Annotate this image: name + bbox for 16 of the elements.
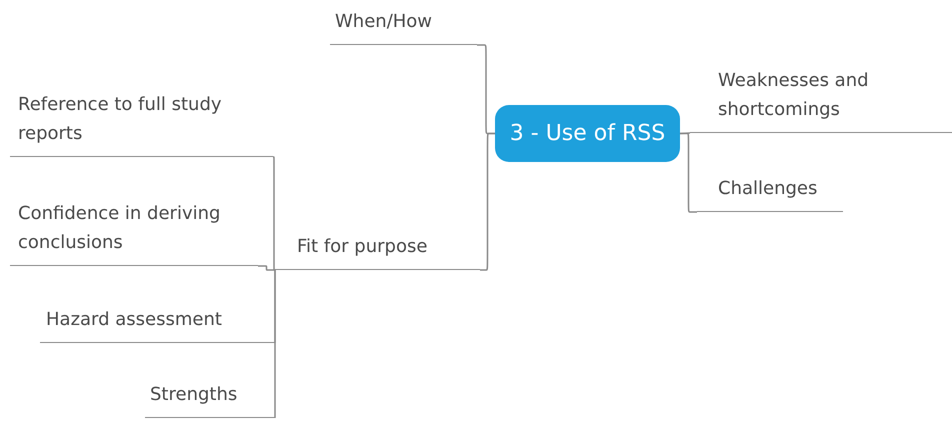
topic-label: Fit for purpose <box>297 235 428 260</box>
branch-connector <box>258 265 275 271</box>
topic-label: Weaknesses and shortcomings <box>718 69 870 122</box>
topic-label: Confidence in deriving conclusions <box>18 202 222 256</box>
topic-label: Reference to full study reports <box>18 93 223 146</box>
topic-label: When/How <box>335 10 432 34</box>
topic-label: Hazard assessment <box>46 308 222 332</box>
branch-connector <box>680 132 690 134</box>
branch-connector <box>274 269 276 419</box>
topic-label: Challenges <box>718 177 818 202</box>
topic-label: Strengths <box>150 383 238 408</box>
central-topic <box>495 105 680 162</box>
branch-connector <box>480 132 495 271</box>
topic-label: 3 - Use of RSS <box>510 121 666 146</box>
branch-connector <box>272 156 276 271</box>
branch-connector <box>680 132 697 213</box>
